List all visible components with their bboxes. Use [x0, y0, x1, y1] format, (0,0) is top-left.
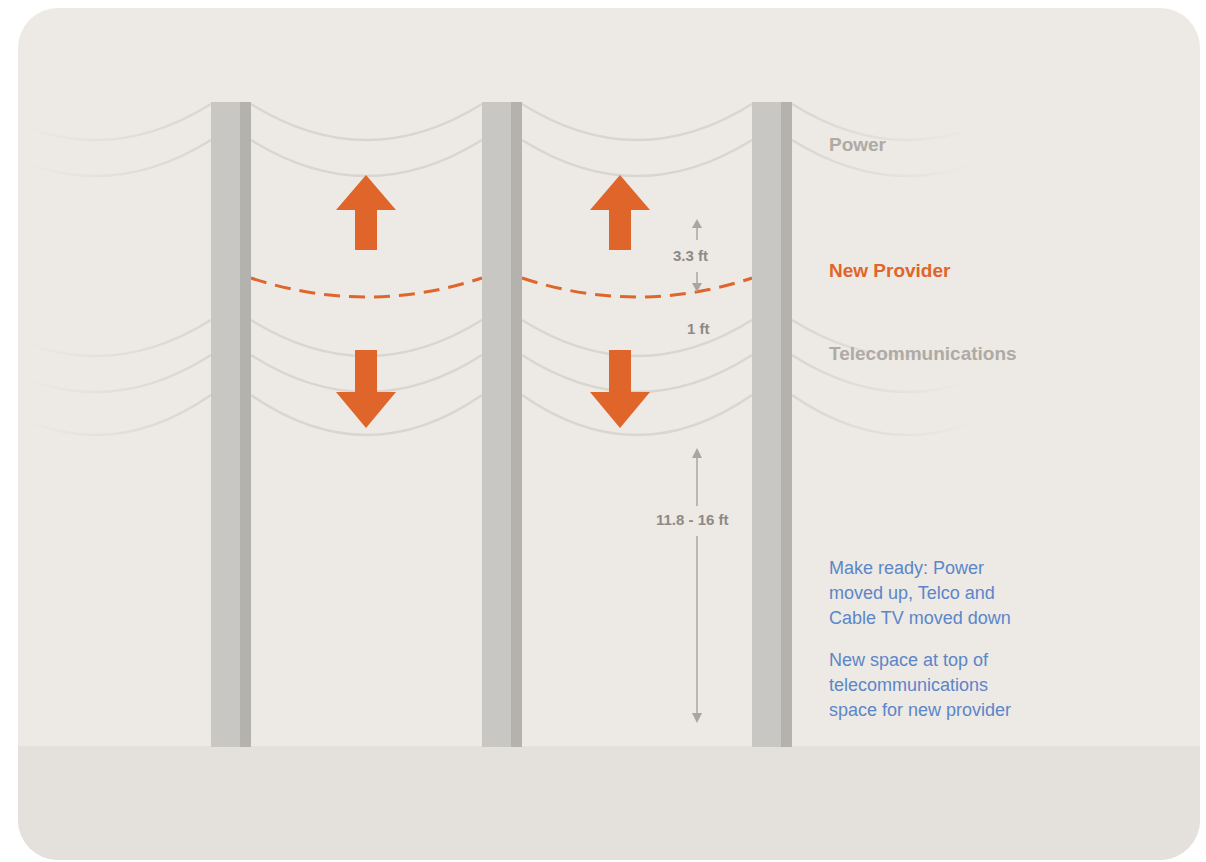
faded-wire [792, 140, 1023, 176]
dimension-label: 1 ft [684, 320, 713, 337]
dimension-label: 3.3 ft [670, 247, 711, 264]
ground-band [18, 746, 1200, 860]
dimension-label: 11.8 - 16 ft [653, 511, 732, 528]
wire [522, 355, 752, 392]
faded-wire [18, 395, 211, 435]
wire [251, 140, 482, 176]
dimension-line [696, 456, 698, 506]
pole-shade [781, 102, 792, 747]
telecom-label: Telecommunications [829, 343, 1017, 365]
dimension-head [692, 448, 702, 458]
faded-wire [792, 104, 1023, 140]
down-arrow [336, 350, 396, 428]
note-text: New space at top of telecommunications s… [829, 648, 1034, 723]
faded-wire [18, 320, 211, 356]
provider-label: New Provider [829, 260, 950, 282]
up-arrow [336, 175, 396, 250]
panel-group [18, 8, 1200, 860]
dimension-line [696, 226, 698, 240]
wire [251, 104, 482, 140]
pole-shade [240, 102, 251, 747]
dimension-head [692, 713, 702, 723]
dimension-line [696, 536, 698, 714]
faded-wire [18, 104, 211, 140]
down-arrow [590, 350, 650, 428]
faded-wire [18, 355, 211, 392]
dimension-head [692, 219, 702, 228]
pole-shade [511, 102, 522, 747]
pole [752, 102, 792, 747]
wire [522, 140, 752, 176]
faded-wire [18, 140, 211, 176]
dimension-head [692, 283, 702, 292]
dimension-lines [692, 219, 702, 723]
wire [522, 104, 752, 140]
poles [211, 102, 792, 747]
wire [522, 320, 752, 356]
faded-wire [792, 395, 1023, 435]
new-provider-wire [522, 278, 752, 297]
note-text: Make ready: Power moved up, Telco and Ca… [829, 556, 1034, 631]
pole [211, 102, 251, 747]
new-provider-wire [251, 278, 482, 297]
panel-ground [18, 8, 1200, 860]
power-label: Power [829, 134, 886, 156]
up-arrow [590, 175, 650, 250]
pole [482, 102, 522, 747]
move-arrows [336, 175, 650, 428]
